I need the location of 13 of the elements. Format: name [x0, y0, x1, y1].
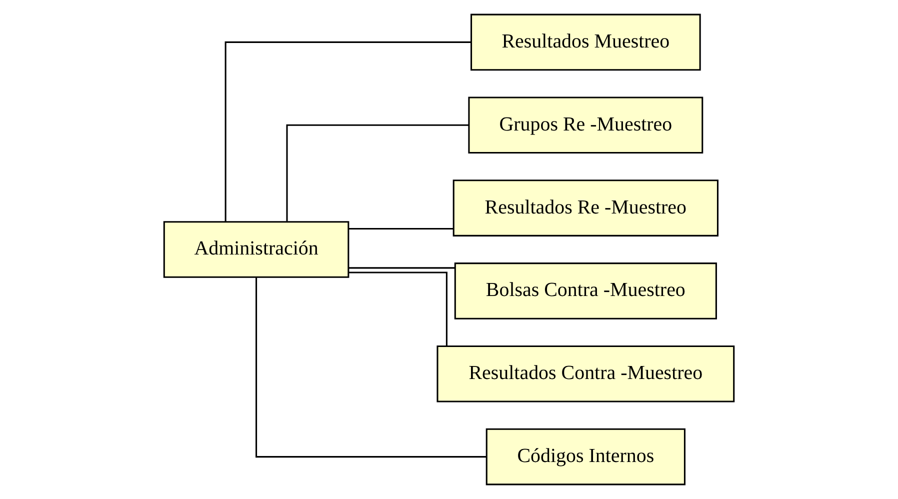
connector: [256, 277, 486, 458]
node-box: Resultados Muestreo: [470, 14, 701, 71]
connector: [348, 228, 454, 230]
connector: [224, 41, 472, 222]
node-box: Resultados Contra -Muestreo: [436, 345, 735, 402]
node-box: Bolsas Contra -Muestreo: [454, 262, 717, 320]
connector: [348, 267, 455, 269]
node-box: Grupos Re -Muestreo: [468, 96, 704, 154]
connector: [286, 124, 469, 222]
node-box: Administración: [163, 221, 350, 278]
node-box: Códigos Internos: [486, 428, 686, 486]
connector: [348, 272, 448, 346]
node-box: Resultados Re -Muestreo: [452, 180, 718, 236]
